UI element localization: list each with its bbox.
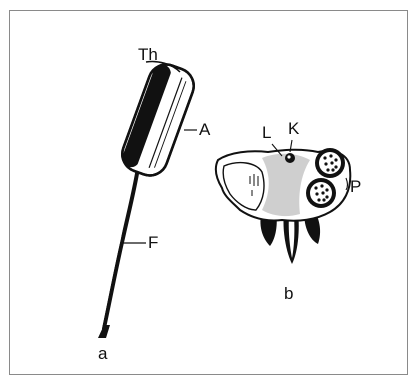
panel-label-a: a: [98, 345, 107, 362]
bundle-lower: [306, 178, 336, 208]
label-l: L: [262, 124, 271, 141]
left-lobe: [223, 163, 264, 210]
fiber-f-end: [98, 325, 110, 338]
panel-a-drawing: [98, 60, 199, 338]
capsule-a: [117, 60, 199, 181]
label-p: P: [350, 178, 361, 195]
label-th: Th: [138, 46, 158, 63]
label-f: F: [148, 234, 158, 251]
bundle-upper: [315, 148, 345, 178]
label-a: A: [199, 121, 210, 138]
label-k: K: [288, 120, 299, 137]
fiber-f-highlight: [101, 170, 134, 330]
fiber-f: [104, 168, 138, 328]
panel-label-b: b: [284, 285, 293, 302]
nucleus-k-dot: [287, 155, 290, 158]
panel-b-drawing: [216, 140, 350, 264]
